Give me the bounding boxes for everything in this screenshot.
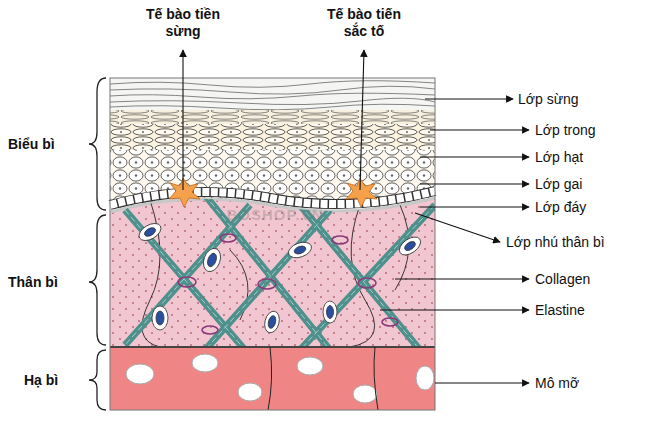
callout-label: Tế bào tiền sừng <box>140 6 226 40</box>
layer-label: Elastine <box>535 302 585 319</box>
layer-label: Lớp nhú thân bì <box>506 234 605 251</box>
layer-label: Lớp hạt <box>535 149 583 166</box>
region-label: Biểu bì <box>8 136 55 153</box>
region-label: Hạ bì <box>24 372 58 389</box>
callout-label: Tế bào tiến sắc tố <box>316 6 412 40</box>
layer-label: Mô mỡ <box>535 375 579 392</box>
layer-label: Lớp trong <box>535 122 596 139</box>
layer-label: Lớp đáy <box>535 199 586 216</box>
layer-label: Lớp gai <box>535 176 582 193</box>
watermark: BOSHOP.VN <box>226 206 323 223</box>
layer-label: Collagen <box>535 271 590 288</box>
layer-label: Lớp sừng <box>518 91 579 108</box>
region-label: Thân bì <box>8 274 58 291</box>
